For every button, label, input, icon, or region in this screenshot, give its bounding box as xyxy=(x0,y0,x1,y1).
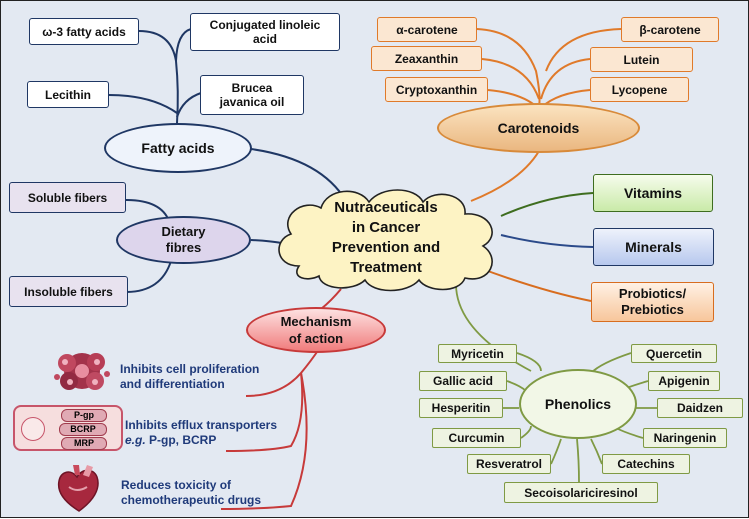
mrp-transporter-label: MRP xyxy=(61,437,107,450)
carotenoid-beta-carotene: β-carotene xyxy=(621,17,719,42)
tumor-cells-icon xyxy=(54,353,110,390)
fatty-acid-cla: Conjugated linoleic acid xyxy=(190,13,340,51)
mechanism-item-2: Inhibits efflux transporters e.g. P-gp, … xyxy=(125,418,278,447)
mechanism-item-3: Reduces toxicity of chemotherapeutic dru… xyxy=(121,478,262,507)
phenolic-gallic-acid: Gallic acid xyxy=(419,371,507,391)
node-probiotics: Probiotics/ Prebiotics xyxy=(591,282,714,322)
phenolic-resveratrol: Resveratrol xyxy=(467,454,551,474)
phenolic-daidzen: Daidzen xyxy=(657,398,743,418)
carotenoid-alpha-carotene: α-carotene xyxy=(377,17,477,42)
phenolic-quercetin: Quercetin xyxy=(631,344,717,363)
pgp-transporter-label: P-gp xyxy=(61,409,107,422)
phenolic-secoisolariciresinol: Secoisolariciresinol xyxy=(504,482,658,503)
phenolic-hesperitin: Hesperitin xyxy=(419,398,503,418)
carotenoid-cryptoxanthin: Cryptoxanthin xyxy=(385,77,488,102)
hub-mechanism: Mechanism of action xyxy=(246,307,386,353)
fatty-acid-brucea: Brucea javanica oil xyxy=(200,75,304,115)
hub-phenolics: Phenolics xyxy=(519,369,637,439)
carotenoid-lutein: Lutein xyxy=(590,47,693,72)
carotenoid-lycopene: Lycopene xyxy=(590,77,689,102)
hub-dietary-fibres: Dietary fibres xyxy=(116,216,251,264)
heart-icon xyxy=(57,465,99,512)
center-cloud xyxy=(278,189,493,292)
fibre-insoluble: Insoluble fibers xyxy=(9,276,128,307)
phenolic-naringenin: Naringenin xyxy=(643,428,727,448)
fibre-soluble: Soluble fibers xyxy=(9,182,126,213)
nucleus-icon xyxy=(21,417,45,441)
carotenoid-zeaxanthin: Zeaxanthin xyxy=(371,46,482,71)
phenolic-myricetin: Myricetin xyxy=(438,344,517,363)
node-minerals: Minerals xyxy=(593,228,714,266)
phenolic-apigenin: Apigenin xyxy=(648,371,720,391)
hub-carotenoids: Carotenoids xyxy=(437,103,640,153)
hub-fatty-acids: Fatty acids xyxy=(104,123,252,173)
center-title: Nutraceuticals in Cancer Prevention and … xyxy=(331,199,441,276)
bcrp-transporter-label: BCRP xyxy=(59,423,107,436)
phenolic-catechins: Catechins xyxy=(602,454,690,474)
phenolic-curcumin: Curcumin xyxy=(432,428,521,448)
fatty-acid-lecithin: Lecithin xyxy=(27,81,109,108)
mechanism-item-1: Inhibits cell proliferation and differen… xyxy=(120,362,260,391)
fatty-acid-omega3: ω-3 fatty acids xyxy=(29,18,139,45)
node-vitamins: Vitamins xyxy=(593,174,713,212)
